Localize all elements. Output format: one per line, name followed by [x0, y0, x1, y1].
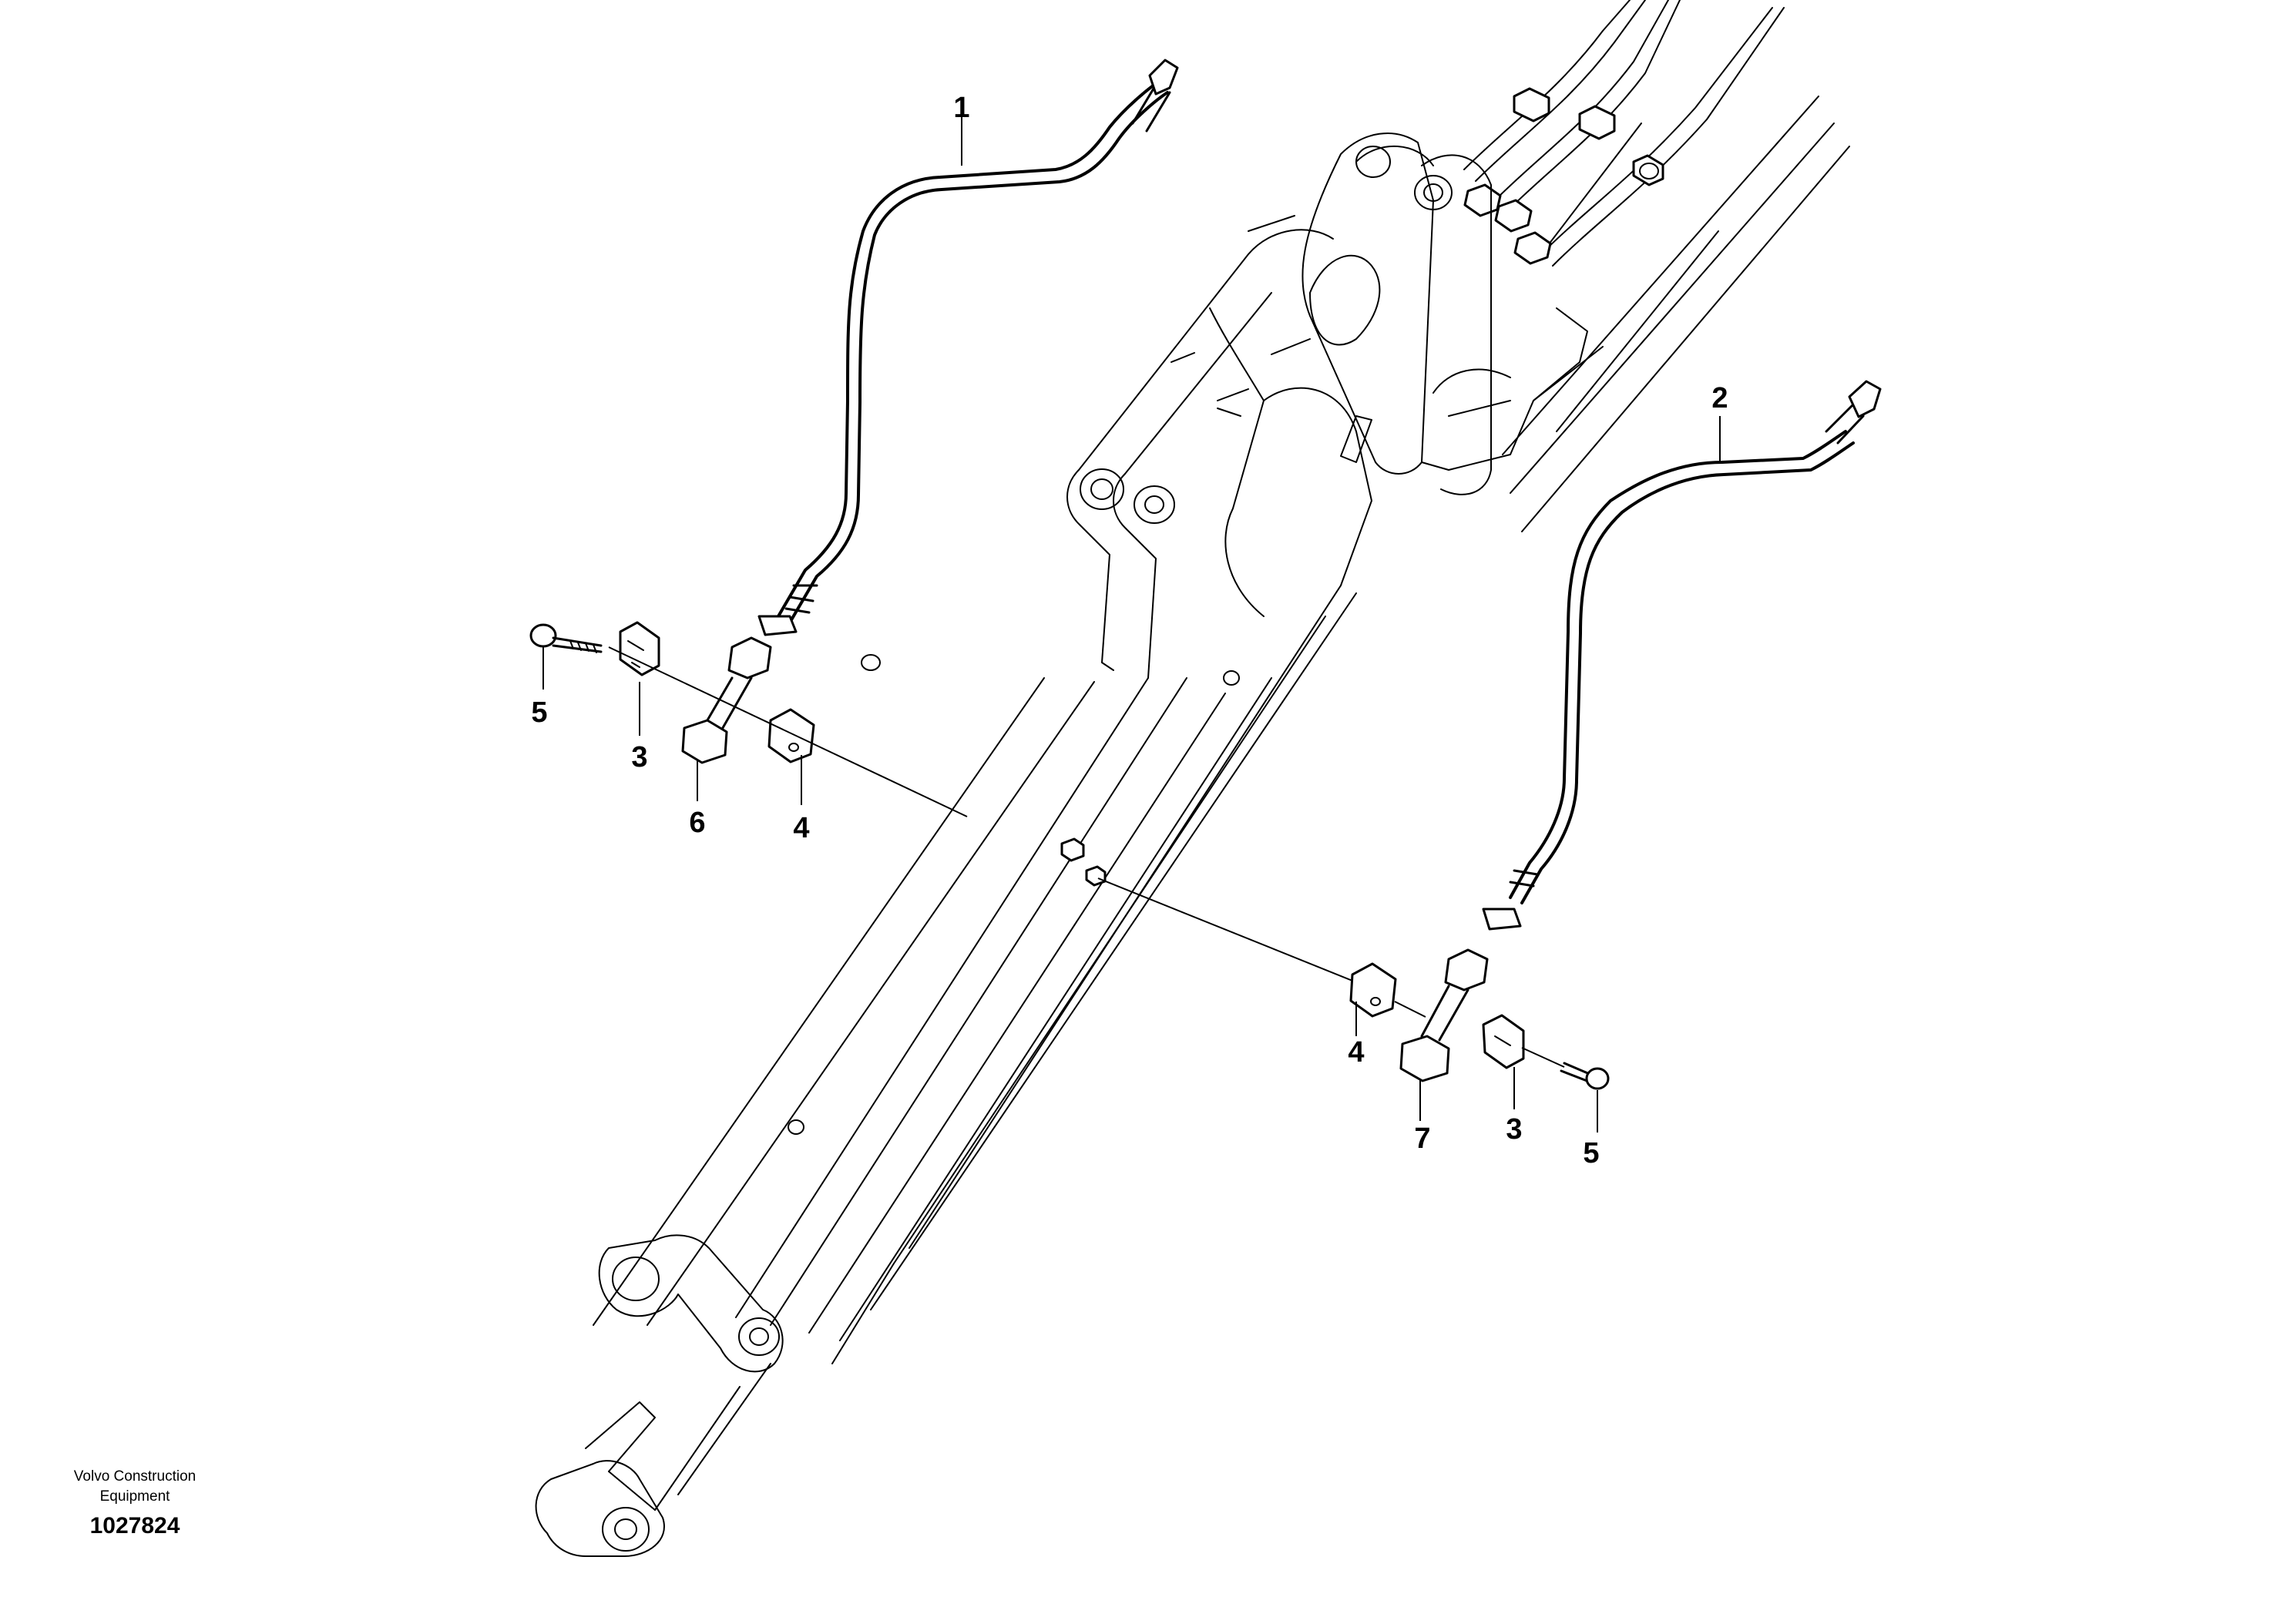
callout-5-right: 5	[1583, 1137, 1600, 1169]
callout-2: 2	[1711, 382, 1728, 414]
callout-3-left: 3	[631, 741, 648, 773]
brand-line-1: Volvo Construction	[73, 1468, 196, 1485]
callout-3-right: 3	[1506, 1113, 1523, 1146]
callout-4-right: 4	[1348, 1036, 1365, 1069]
brand-block: Volvo Construction Equipment	[31, 1467, 239, 1507]
hose-1	[681, 59, 1179, 764]
callout-7: 7	[1414, 1122, 1431, 1155]
callout-6: 6	[689, 807, 706, 839]
document-number: 1027824	[89, 1513, 180, 1538]
excavator-arm	[535, 0, 1850, 1557]
leader-lines	[542, 114, 1721, 1132]
callout-4-left: 4	[793, 812, 810, 844]
callout-1: 1	[953, 92, 970, 124]
hose-2	[1399, 380, 1882, 1082]
brand-line-2: Equipment	[99, 1488, 170, 1505]
clamps-and-bolts	[529, 621, 1610, 1090]
callout-5-left: 5	[531, 696, 548, 729]
